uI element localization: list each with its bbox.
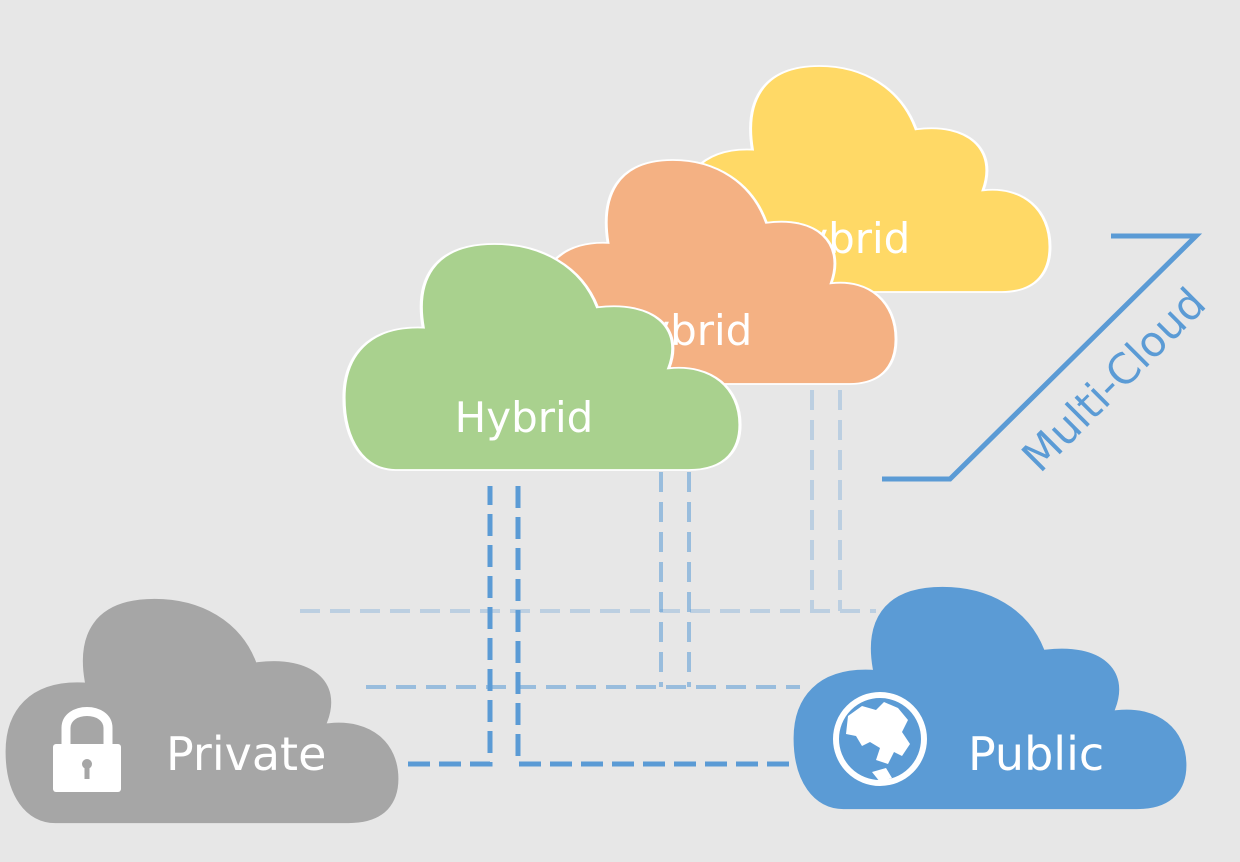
private-cloud: Private	[4, 598, 400, 824]
globe-icon	[833, 692, 927, 786]
public-cloud: Public	[792, 586, 1188, 810]
connector-green-hybrid	[408, 486, 790, 767]
hybrid-cloud-green: Hybrid	[344, 244, 740, 470]
hybrid-green-label: Hybrid	[455, 393, 594, 442]
lock-icon	[53, 707, 121, 792]
multi-cloud-label: Multi-Cloud	[1012, 278, 1215, 481]
connector-yellow-hybrid	[300, 390, 876, 613]
connector-orange-hybrid	[366, 472, 800, 689]
public-label: Public	[968, 727, 1104, 781]
private-label: Private	[166, 727, 326, 781]
